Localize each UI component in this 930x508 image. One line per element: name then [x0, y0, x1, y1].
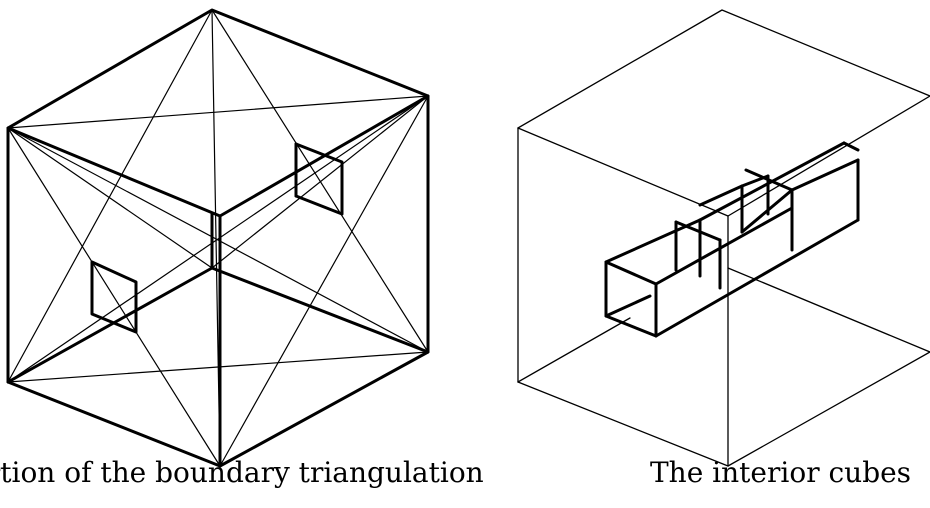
inner-squares: [90, 142, 344, 334]
outer-cube: [517, 9, 930, 467]
caption-boundary-triangulation: ortion of the boundary triangulation: [0, 456, 484, 489]
interior-cubes: [604, 141, 860, 338]
triangulation-lines: [7, 9, 429, 467]
caption-interior-cubes: The interior cubes: [650, 456, 912, 489]
